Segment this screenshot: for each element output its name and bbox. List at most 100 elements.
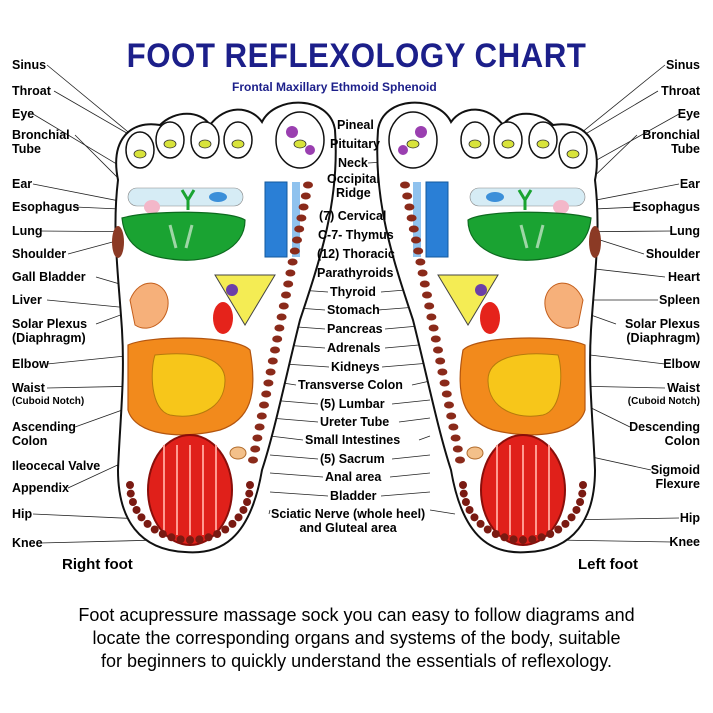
leader-line [380,491,431,497]
left-foot-label-elbow: Elbow [663,357,700,371]
left-sinus-point [468,139,482,149]
left-foot-label-throat: Throat [661,84,700,98]
right-sciatic-dot [239,505,248,514]
caption-line-1: Foot acupressure massage sock you can ea… [78,605,635,625]
right-kidney-point [213,302,233,334]
right-sciatic-dot [213,530,222,539]
right-liver [129,282,169,329]
leader-line [589,354,666,365]
left-lung [467,211,592,261]
left-foot-label: Left foot [578,556,638,573]
leader-line [269,491,329,497]
right-vertebra [263,379,274,387]
right-foot-label-appendix: Appendix [12,481,69,495]
left-sciatic-dot [567,513,576,522]
right-sciatic-dot [243,497,252,506]
leader-line [554,539,673,543]
left-bladder-point [466,446,484,460]
leader-line [269,454,319,460]
right-sciatic-dot [150,525,159,534]
left-shoulder-point [589,226,601,258]
left-foot-label-lung: Lung [669,224,700,238]
left-sciatic-dot [476,519,485,528]
right-vertebra [254,423,265,431]
left-eye-point [486,192,504,202]
left-lung-detail [519,224,545,249]
right-foot [112,101,337,554]
left-throat-column [425,181,449,258]
right-foot-label-eye: Eye [12,107,35,121]
leader-line [391,399,431,405]
right-eye-point [209,192,227,202]
leader-line [269,417,319,423]
leader-line [67,239,121,255]
left-foot [376,101,601,554]
sinus-subtitle: Frontal Maxillary Ethmoid Sphenoid [232,80,437,94]
right-sciatic-dot [158,530,167,539]
right-foot-label-shoulder: Shoulder [12,247,67,261]
left-vertebra [452,445,463,453]
foot-diagram [32,64,680,554]
right-sciatic-dot [137,513,146,522]
left-neck-column [413,182,421,257]
left-sciatic-dot [519,536,527,544]
left-vertebra [435,357,446,365]
leader-line [46,354,136,365]
left-vertebra [426,313,437,321]
left-foot-label-knee: Knee [669,535,700,549]
left-sciatic-dot [554,525,563,534]
right-vertebra [296,214,307,222]
left-vertebra [450,434,461,442]
left-sciatic-dot [578,489,587,498]
reflexology-chart: FOOT REFLEXOLOGY CHART Frontal Maxillary… [12,37,700,573]
center-label-5-lumbar: (5) Lumbar [320,397,385,411]
left-foot-label-shoulder: Shoulder [645,247,700,261]
right-small-intestines [151,353,226,417]
left-vertebra [455,456,465,464]
left-kidney-point [480,302,500,334]
right-bronchial-point [180,189,196,210]
right-sinus-point [231,139,245,149]
leader-line [418,435,431,441]
left-foot-label-esophagus: Esophagus [632,200,700,214]
left-vertebra [422,291,432,299]
right-foot-label-cuboid-notch: (Cuboid Notch) [12,396,85,407]
left-sciatic-dot [461,497,470,506]
right-sciatic-dot [246,481,254,489]
right-foot-label-ascending-colon: Ascending Colon [12,420,76,448]
left-sciatic-dot [470,513,479,522]
chart-title: FOOT REFLEXOLOGY CHART [126,37,587,75]
left-sciatic-dot [483,525,492,534]
left-vertebra [413,247,424,255]
right-sciatic-dot [221,525,230,534]
left-foot-label-solar-plexus-diaphragm: Solar Plexus (Diaphragm) [624,317,700,345]
left-liver [544,282,584,329]
right-lung-detail [168,224,194,249]
left-foot-label-sinus: Sinus [665,58,700,72]
left-ear-point [553,200,569,214]
left-sciatic-dot [579,481,587,489]
left-vertebra [411,236,421,244]
left-vertebra [444,401,454,409]
center-label-ureter-tube: Ureter Tube [320,415,390,429]
right-foot-label: Right foot [62,556,133,573]
center-label-parathyroids: Parathyroids [317,266,394,280]
right-vertebra [261,390,272,398]
leader-line [381,362,431,368]
center-label-pituitary: Pituitary [330,137,381,151]
right-pineal-point [305,145,315,155]
left-sciatic-dot [459,481,467,489]
right-vertebra [300,192,311,200]
leader-line [389,472,431,478]
left-foot-label-eye: Eye [677,107,700,121]
right-sciatic-dot [234,513,243,522]
center-label-small-intestines: Small Intestines [305,433,401,447]
right-sciatic-dot [245,489,254,498]
leader-line [269,472,324,478]
left-vertebra [402,192,413,200]
right-foot-label-solar-plexus-diaphragm: Solar Plexus (Diaphragm) [12,317,88,345]
right-sciatic-dot [132,505,141,514]
center-label-pineal: Pineal [337,118,374,132]
right-vertebra [250,445,261,453]
left-sciatic-dot [537,533,546,542]
